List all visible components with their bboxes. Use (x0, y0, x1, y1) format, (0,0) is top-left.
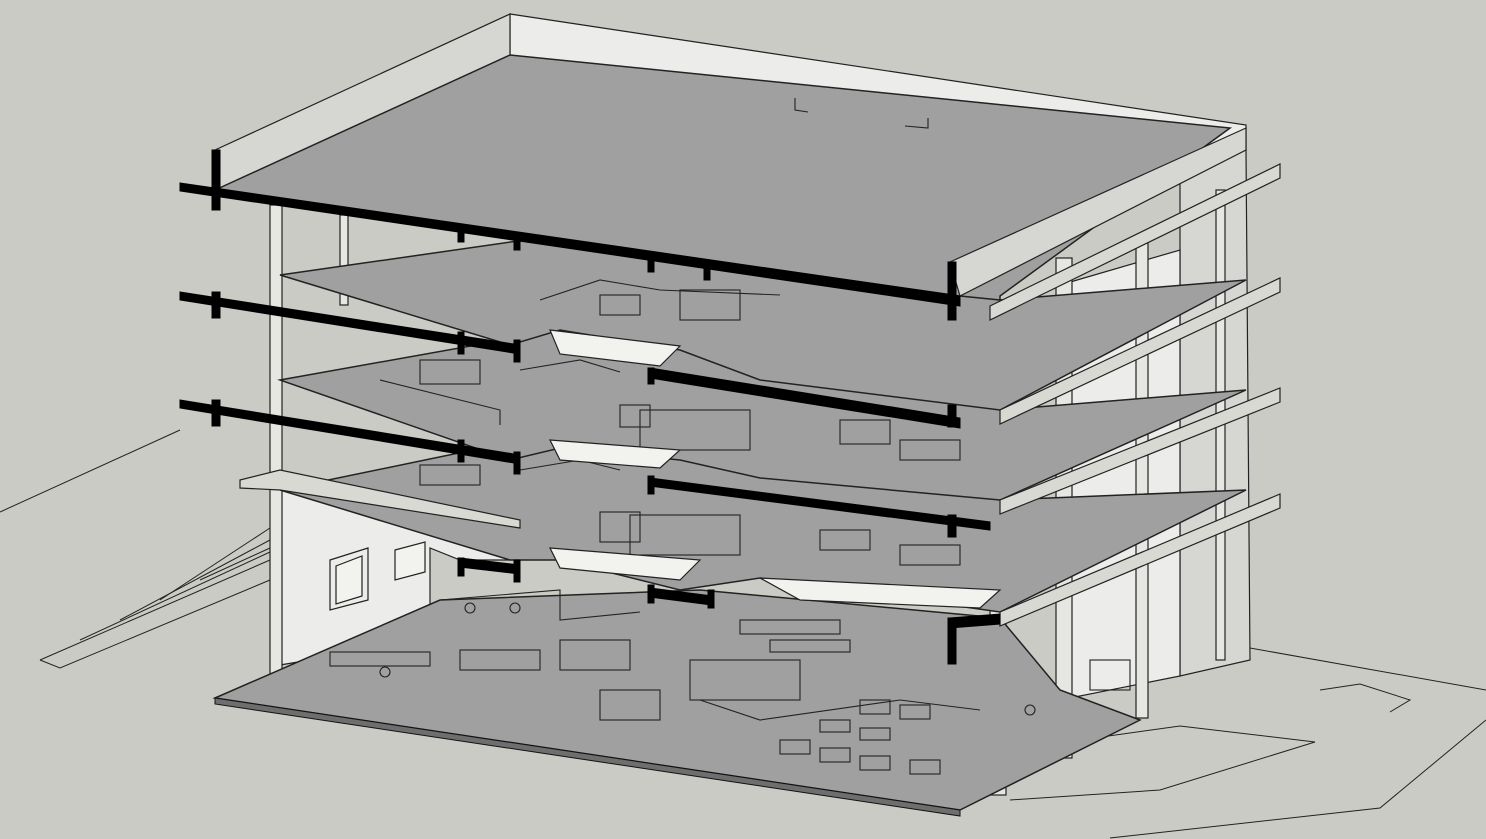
void-opening-2 (759, 577, 1002, 609)
level-2-slab[interactable] (239, 431, 1281, 627)
void-opening-3 (548, 439, 682, 469)
roof-slab[interactable] (212, 13, 1281, 321)
section-beams (179, 149, 1001, 665)
level-4-plan-lines (539, 279, 781, 321)
roof-vent-mark (904, 118, 929, 129)
level-3-slab[interactable] (277, 329, 1281, 515)
void-opening-1 (548, 547, 702, 581)
site-ground-lines (0, 429, 1486, 839)
level-4-slab[interactable] (279, 234, 1281, 425)
ground-floor-plan-lines (329, 589, 1131, 775)
void-opening-4 (549, 329, 682, 367)
ground-floor-slab[interactable] (212, 589, 1142, 817)
window-1 (335, 555, 363, 605)
roof-hatch-mark (794, 98, 809, 113)
level-3-plan-lines (379, 359, 961, 461)
window-2 (394, 541, 426, 581)
